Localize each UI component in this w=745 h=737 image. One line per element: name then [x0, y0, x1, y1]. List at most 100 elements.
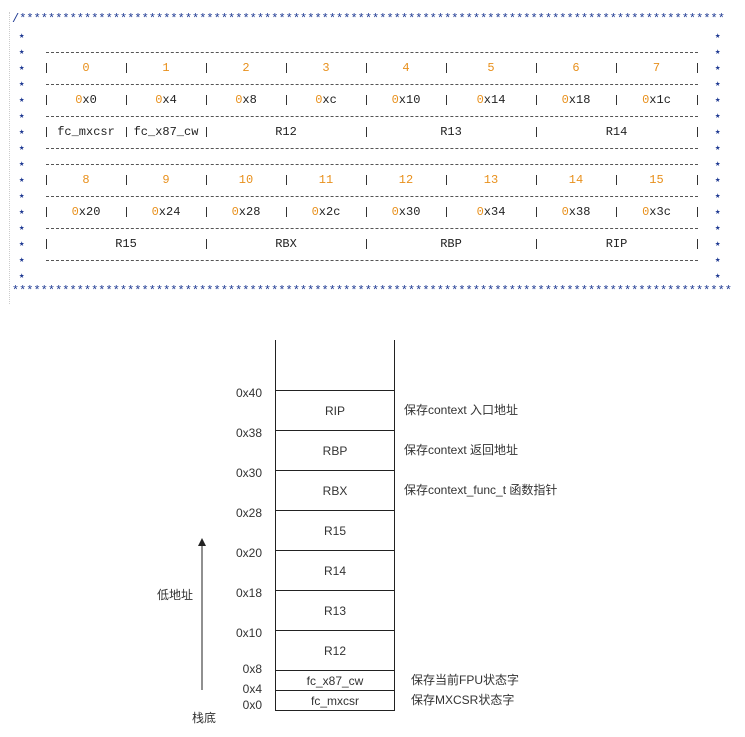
- pipe-separator: [446, 175, 447, 185]
- table-cell: 0x34: [476, 205, 506, 219]
- dashed-line: [46, 52, 698, 53]
- dashed-line: [46, 260, 698, 261]
- table-cell: R13: [440, 125, 462, 139]
- up-arrow-icon: [198, 538, 206, 690]
- pipe-separator: [46, 175, 47, 185]
- pipe-separator: [126, 127, 127, 137]
- star-icon: ★: [715, 47, 721, 57]
- table-cell: 15: [649, 173, 664, 187]
- stack-slot: R13: [275, 590, 395, 631]
- stack-slot: RBP: [275, 430, 395, 471]
- pipe-separator: [697, 127, 698, 137]
- table-cell: 8: [82, 173, 90, 187]
- star-icon: ★: [715, 95, 721, 105]
- table-cell: 7: [652, 61, 661, 75]
- pipe-separator: [366, 95, 367, 105]
- table-cell: fc_mxcsr: [57, 125, 115, 139]
- pipe-separator: [366, 63, 367, 73]
- pipe-separator: [536, 239, 537, 249]
- stack-right-edge: [394, 340, 395, 390]
- table-cell: 0x24: [151, 205, 181, 219]
- pipe-separator: [446, 95, 447, 105]
- code-comment-block: /***************************************…: [0, 0, 745, 305]
- table-cell: 14: [568, 173, 584, 187]
- pipe-separator: [697, 63, 698, 73]
- stack-slot: RIP: [275, 390, 395, 431]
- slot-description: 保存context 入口地址: [404, 403, 519, 417]
- star-icon: ★: [19, 95, 25, 105]
- pipe-separator: [206, 63, 207, 73]
- star-icon: ★: [19, 255, 25, 265]
- pipe-separator: [536, 127, 537, 137]
- table-cell: 11: [318, 173, 334, 187]
- star-icon: ★: [19, 111, 25, 121]
- star-icon: ★: [715, 207, 721, 217]
- slot-description: 保存MXCSR状态字: [411, 693, 515, 707]
- table-cell: 2: [242, 61, 250, 75]
- star-icon: ★: [715, 271, 721, 281]
- table-cell: RBP: [440, 237, 462, 251]
- pipe-separator: [206, 207, 207, 217]
- table-cell: 0x10: [391, 93, 421, 107]
- star-icon: ★: [19, 175, 25, 185]
- address-label: 0x20: [235, 546, 262, 560]
- table-cell: 0x28: [231, 205, 261, 219]
- star-icon: ★: [715, 255, 721, 265]
- table-cell: R15: [115, 237, 137, 251]
- stack-slot: R15: [275, 510, 395, 551]
- pipe-separator: [286, 95, 287, 105]
- pipe-separator: [286, 63, 287, 73]
- table-cell: 0x1c: [642, 93, 671, 107]
- stack-slot: R12: [275, 630, 395, 671]
- pipe-separator: [366, 175, 367, 185]
- star-icon: ★: [19, 31, 25, 41]
- table-cell: 0xc: [315, 93, 337, 107]
- star-icon: ★: [19, 63, 25, 73]
- star-icon: ★: [715, 111, 721, 121]
- slot-description: 保存当前FPU状态字: [411, 673, 520, 687]
- star-icon: ★: [19, 207, 25, 217]
- pipe-separator: [206, 239, 207, 249]
- bottom-border: ****************************************…: [12, 284, 732, 298]
- table-cell: RIP: [605, 237, 628, 251]
- pipe-separator: [206, 127, 207, 137]
- address-label: 0x38: [235, 426, 262, 440]
- stack-slot: RBX: [275, 470, 395, 511]
- pipe-separator: [697, 207, 698, 217]
- star-icon: ★: [715, 143, 721, 153]
- table-cell: R12: [275, 125, 297, 139]
- table-cell: 0: [82, 61, 90, 75]
- star-icon: ★: [19, 143, 25, 153]
- pipe-separator: [697, 95, 698, 105]
- star-icon: ★: [715, 127, 721, 137]
- address-label: 0x0: [242, 698, 262, 712]
- star-icon: ★: [19, 239, 25, 249]
- table-cell: 0x0: [75, 93, 97, 107]
- star-icon: ★: [715, 31, 721, 41]
- slot-description: 保存context_func_t 函数指针: [404, 483, 558, 497]
- pipe-separator: [536, 207, 537, 217]
- pipe-separator: [46, 63, 47, 73]
- pipe-separator: [286, 175, 287, 185]
- table-cell: 0x3c: [642, 205, 671, 219]
- pipe-separator: [46, 95, 47, 105]
- stack-bottom-label: 栈底: [192, 711, 217, 725]
- star-icon: ★: [715, 191, 721, 201]
- pipe-separator: [366, 207, 367, 217]
- star-icon: ★: [715, 175, 721, 185]
- star-icon: ★: [715, 223, 721, 233]
- pipe-separator: [536, 63, 537, 73]
- table-cell: 0x14: [476, 93, 506, 107]
- pipe-separator: [616, 95, 617, 105]
- pipe-separator: [126, 175, 127, 185]
- table-cell: 6: [572, 61, 580, 75]
- pipe-separator: [536, 175, 537, 185]
- pipe-separator: [206, 175, 207, 185]
- pipe-separator: [46, 239, 47, 249]
- address-label: 0x40: [235, 386, 262, 400]
- table-cell: 1: [162, 61, 170, 75]
- pipe-separator: [446, 63, 447, 73]
- pipe-separator: [616, 207, 617, 217]
- star-icon: ★: [715, 79, 721, 89]
- slot-description: 保存context 返回地址: [404, 443, 519, 457]
